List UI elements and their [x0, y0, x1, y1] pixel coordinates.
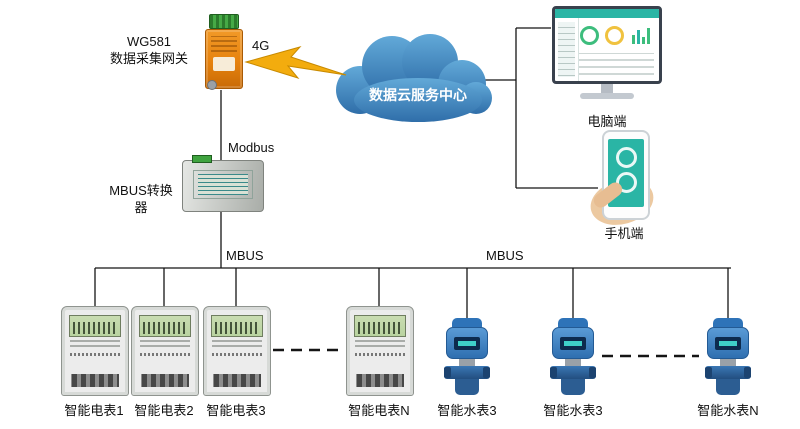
meter-caption: 智能电表3 — [206, 403, 266, 418]
wg581-gateway-device — [204, 14, 244, 90]
mbus-label-right: MBUS — [486, 248, 524, 263]
cloud-icon — [336, 34, 492, 122]
electric-meter-n-icon — [346, 306, 414, 396]
meter-caption: 智能水表3 — [437, 403, 497, 418]
lightning-bolt-icon — [244, 46, 347, 79]
gateway-label: WG581 数据采集网关 — [96, 34, 202, 68]
4g-label: 4G — [252, 38, 270, 53]
dashboard-header-bar — [555, 9, 659, 18]
water-meter-1-icon — [444, 318, 490, 398]
phone-in-hand-icon — [585, 130, 660, 232]
dashboard-table-rows — [579, 53, 654, 75]
phone-endpoint-label: 手机端 — [604, 226, 644, 241]
dashboard-donut-yellow — [605, 26, 624, 45]
monitor-stand-neck — [601, 84, 613, 93]
dashboard-donut-green — [580, 26, 599, 45]
meter-caption: 智能水表3 — [543, 403, 603, 418]
water-meter-2-icon — [550, 318, 596, 398]
dashboard-sidebar — [555, 18, 579, 81]
mbus-converter-device — [182, 155, 264, 212]
phone-icon — [602, 130, 650, 220]
mbus-converter-label: MBUS转换器 — [109, 183, 173, 215]
mbus-label-left: MBUS — [226, 248, 264, 263]
pc-endpoint-label: 电脑端 — [587, 114, 627, 129]
meter-caption: 智能电表1 — [64, 403, 124, 418]
pc-monitor-icon — [551, 6, 663, 99]
monitor-screen — [552, 6, 662, 84]
monitor-stand-base — [580, 93, 634, 99]
gateway-model: WG581 — [126, 34, 172, 49]
gateway-name: 数据采集网关 — [109, 50, 188, 66]
gateway-terminal-block-icon — [209, 14, 239, 29]
meter-caption: 智能水表N — [697, 403, 759, 418]
electric-meter-1-icon — [61, 306, 129, 396]
converter-sticker — [193, 170, 253, 199]
cloud-label: 数据云服务中心 — [369, 87, 467, 103]
dashboard-bar-chart — [632, 24, 654, 44]
electric-meter-2-icon — [131, 306, 199, 396]
meter-caption: 智能电表N — [348, 403, 410, 418]
gateway-antenna-port-icon — [207, 80, 217, 90]
modbus-label: Modbus — [228, 140, 275, 155]
gateway-body-icon — [205, 29, 243, 89]
electric-meter-3-icon — [203, 306, 271, 396]
phone-gauge-icon — [615, 147, 637, 168]
meter-caption: 智能电表2 — [134, 403, 194, 418]
dashed-continuation-lines — [273, 348, 699, 358]
water-meter-n-icon — [705, 318, 751, 398]
